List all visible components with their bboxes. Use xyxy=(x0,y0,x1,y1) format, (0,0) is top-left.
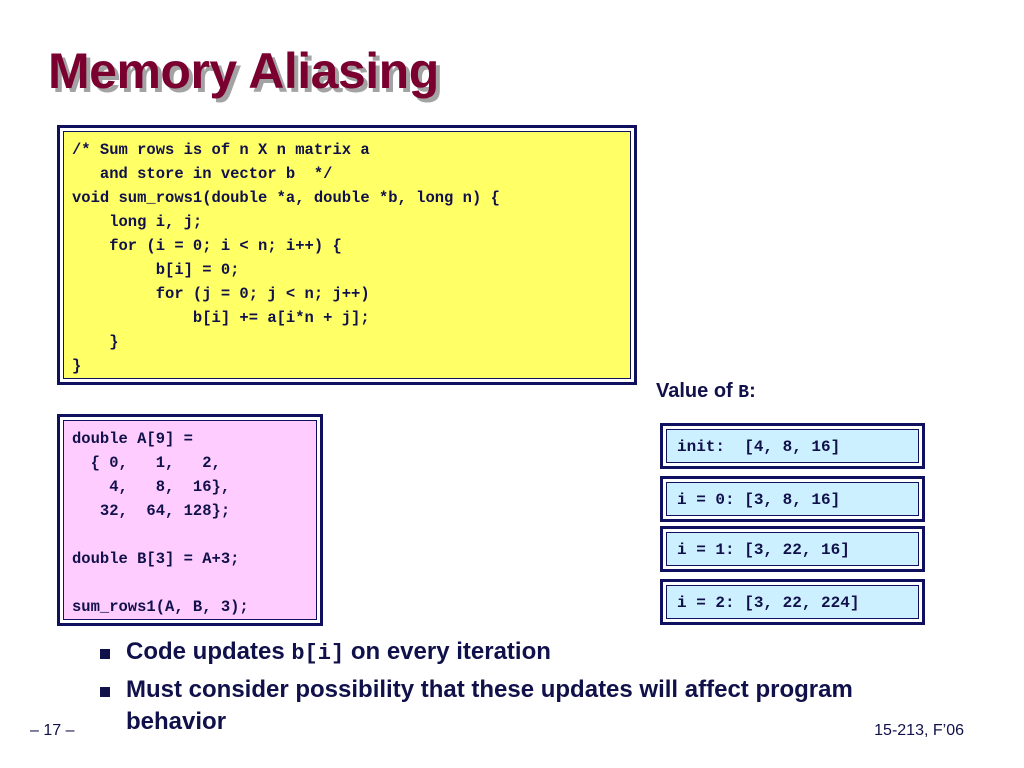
page-number: – 17 – xyxy=(30,722,75,739)
sum-rows-code-box: /* Sum rows is of n X n matrix a and sto… xyxy=(57,125,637,385)
array-code-box: double A[9] = { 0, 1, 2, 4, 8, 16}, 32, … xyxy=(57,414,323,626)
value-i0: i = 0: [3, 8, 16] xyxy=(677,491,841,509)
value-box-i0: i = 0: [3, 8, 16] xyxy=(660,476,925,522)
value-i2: i = 2: [3, 22, 224] xyxy=(677,594,860,612)
value-init: init: [4, 8, 16] xyxy=(677,438,841,456)
value-box-i2: i = 2: [3, 22, 224] xyxy=(660,579,925,625)
square-bullet-icon xyxy=(100,687,110,697)
array-code: double A[9] = { 0, 1, 2, 4, 8, 16}, 32, … xyxy=(72,430,249,616)
bullet-item: Code updates b[i] on every iteration xyxy=(100,636,900,670)
value-box-init: init: [4, 8, 16] xyxy=(660,423,925,469)
bullet-1-pre: Code updates xyxy=(126,638,292,665)
bullet-1-post: on every iteration xyxy=(344,638,551,665)
value-label-colon: : xyxy=(749,380,756,402)
bullet-item: Must consider possibility that these upd… xyxy=(100,674,900,738)
array-code-inner: double A[9] = { 0, 1, 2, 4, 8, 16}, 32, … xyxy=(63,420,317,620)
value-box-inner: i = 2: [3, 22, 224] xyxy=(666,585,919,619)
sum-rows-code: /* Sum rows is of n X n matrix a and sto… xyxy=(72,141,500,375)
bullet-list: Code updates b[i] on every iteration Mus… xyxy=(100,636,900,742)
course-label: 15-213, F’06 xyxy=(874,722,964,739)
square-bullet-icon xyxy=(100,649,110,659)
value-box-inner: i = 0: [3, 8, 16] xyxy=(666,482,919,516)
value-box-inner: init: [4, 8, 16] xyxy=(666,429,919,463)
value-label-text: Value of xyxy=(656,380,739,402)
slide-title: Memory Aliasing xyxy=(48,43,439,99)
value-i1: i = 1: [3, 22, 16] xyxy=(677,541,850,559)
bullet-1-code: b[i] xyxy=(291,641,345,666)
value-of-b-label: Value of B: xyxy=(656,380,756,403)
sum-rows-code-inner: /* Sum rows is of n X n matrix a and sto… xyxy=(63,131,631,379)
bullet-2-text: Must consider possibility that these upd… xyxy=(126,676,853,735)
value-box-inner: i = 1: [3, 22, 16] xyxy=(666,532,919,566)
value-label-var: B xyxy=(738,383,750,403)
value-box-i1: i = 1: [3, 22, 16] xyxy=(660,526,925,572)
